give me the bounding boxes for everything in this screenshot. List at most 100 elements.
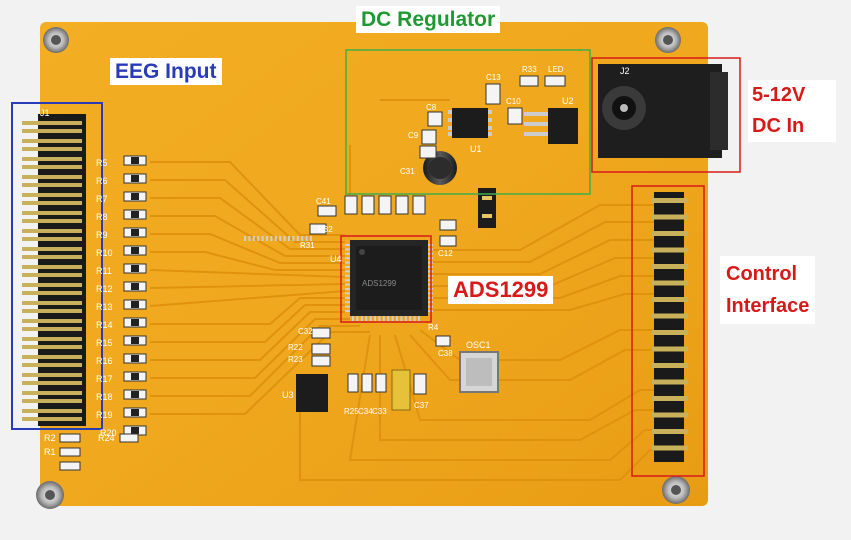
chip-lead <box>413 316 416 321</box>
silk-r15: R15 <box>96 338 113 348</box>
j1-pin <box>22 165 82 169</box>
j1-pin <box>22 255 82 259</box>
dc-in-voltage: 5-12V <box>752 84 806 106</box>
silk-r23: R23 <box>288 355 303 364</box>
control-interface-frame <box>631 185 705 477</box>
resistor-body <box>131 373 139 380</box>
silk-u2: U2 <box>562 96 574 106</box>
control-text: Control <box>726 263 798 285</box>
ads1299-frame <box>340 235 432 323</box>
j3-pin <box>652 280 688 286</box>
chip-lead <box>296 236 299 241</box>
chip-lead <box>310 236 312 241</box>
resistor-body <box>131 355 139 362</box>
chip-lead <box>270 236 273 241</box>
chip-lead <box>400 316 403 321</box>
chip-lead <box>391 316 394 321</box>
j1-pin <box>22 247 82 251</box>
j1-pin <box>22 147 82 151</box>
chip-lead <box>283 236 286 241</box>
chip-lead <box>345 288 350 290</box>
silk-r16: R16 <box>96 356 113 366</box>
chip-lead <box>382 316 385 321</box>
silk-r18: R18 <box>96 392 113 402</box>
chip-lead <box>365 316 368 321</box>
chip-lead <box>301 236 304 241</box>
chip-lead <box>345 279 350 282</box>
j1-pin <box>22 291 82 295</box>
resistor-body <box>131 211 139 218</box>
resistor-body <box>131 229 139 236</box>
chip-lead <box>345 257 350 260</box>
eeg-input-label: EEG Input <box>110 58 222 86</box>
chip-lead <box>244 236 246 241</box>
dc-barrel-jack <box>598 64 728 158</box>
j1-pin <box>22 301 82 305</box>
chip-lead <box>345 283 350 286</box>
silk-c41: C41 <box>316 197 331 206</box>
silk-c32: C32 <box>298 327 313 336</box>
j1-pin <box>22 193 82 197</box>
dc-in-frame <box>591 57 741 173</box>
chip-lead <box>387 316 390 321</box>
dc-in-label: 5-12V DC In <box>748 80 836 142</box>
silk-r5: R5 <box>96 158 108 168</box>
j1-pin <box>22 363 82 367</box>
j3-pin <box>652 363 688 368</box>
silk-r2: R2 <box>44 433 56 443</box>
chip-lead <box>257 236 260 241</box>
resistor-body <box>131 301 139 308</box>
silk-r20: R20 <box>100 428 117 438</box>
j1-pin <box>22 373 82 377</box>
silk-r6: R6 <box>96 176 108 186</box>
j3-pin <box>652 445 688 451</box>
silk-c12: C12 <box>438 249 453 258</box>
silk-r1: R1 <box>44 447 56 457</box>
j1-pin <box>22 237 82 241</box>
chip-lead <box>352 316 354 321</box>
chip-lead <box>252 236 255 241</box>
j1-pin <box>22 157 82 161</box>
silk-r14: R14 <box>96 320 113 330</box>
silk-r32: R32 <box>318 225 333 234</box>
j1-pin <box>22 327 82 331</box>
j1-pin <box>22 211 82 215</box>
silk-c31: C31 <box>400 167 415 176</box>
chip-lead <box>409 316 412 321</box>
j1-pin <box>22 139 82 143</box>
interface-text: Interface <box>726 295 810 317</box>
j1-pin <box>22 175 82 179</box>
j1-pin <box>22 183 82 187</box>
chip-lead <box>345 305 350 308</box>
chip-lead <box>418 316 420 321</box>
silk-r9: R9 <box>96 230 108 240</box>
chip-lead <box>345 266 350 268</box>
chip-lead <box>345 296 350 299</box>
eeg-input-frame <box>11 102 103 430</box>
j3-pin <box>652 198 688 203</box>
j1-pin <box>22 399 82 403</box>
j3-pin <box>652 330 688 335</box>
j1-pin <box>22 201 82 205</box>
j1-pin <box>22 381 82 385</box>
silk-led: LED <box>548 65 564 74</box>
chip-lead <box>292 236 295 241</box>
chip-lead <box>369 316 372 321</box>
chip-lead <box>305 236 308 241</box>
silk-c38: C38 <box>438 349 453 358</box>
j3-pin <box>652 412 688 418</box>
j3-pin <box>652 247 688 253</box>
j1-pin <box>22 121 82 125</box>
chip-lead <box>356 316 359 321</box>
chip-lead <box>345 244 350 246</box>
dc-regulator-frame <box>345 49 591 195</box>
silk-r11: R11 <box>96 266 112 276</box>
chip-lead <box>266 236 268 241</box>
j1-pin <box>22 229 82 233</box>
chip-lead <box>279 236 282 241</box>
chip-lead <box>345 274 350 277</box>
j1-pin <box>22 345 82 349</box>
j1-pin <box>22 409 82 413</box>
silk-r10: R10 <box>96 248 113 258</box>
